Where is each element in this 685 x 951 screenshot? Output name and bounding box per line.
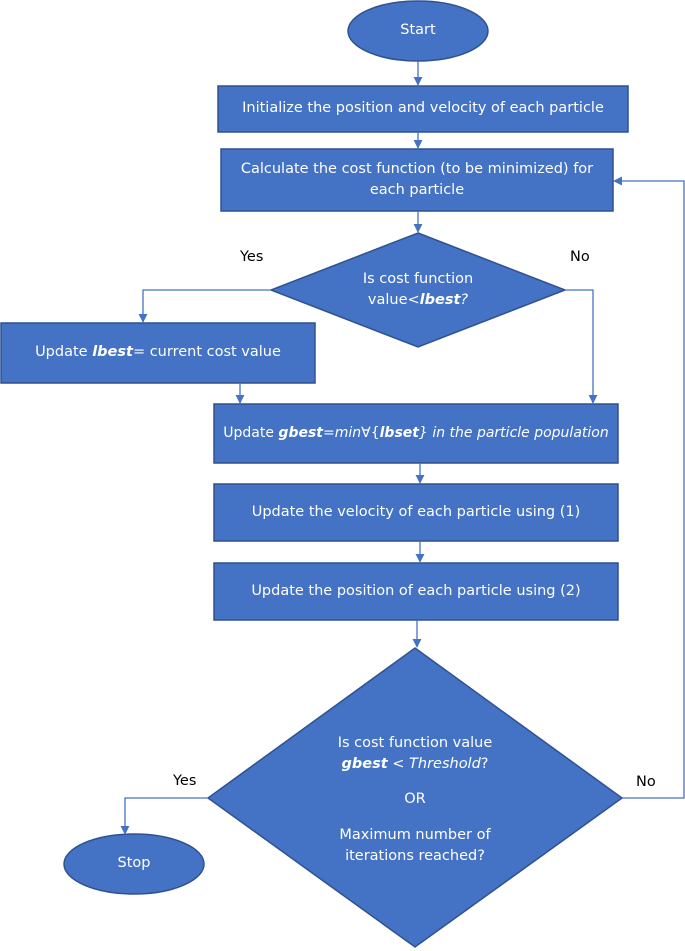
update-lbest-label: Update lbest= current cost value bbox=[35, 344, 281, 361]
init-label: Initialize the position and velocity of … bbox=[242, 100, 604, 117]
decision2-no-label: No bbox=[636, 774, 656, 790]
edge-decision2-yes bbox=[120, 797, 208, 835]
stop-label: Stop bbox=[117, 855, 151, 872]
update-gbest-label: Update gbest=min∀{lbset} in the particle… bbox=[223, 425, 609, 442]
edge-decision1-no bbox=[565, 289, 598, 404]
decision1-yes-label: Yes bbox=[240, 249, 264, 265]
calc-process bbox=[220, 148, 614, 212]
start-label: Start bbox=[400, 22, 436, 39]
init-process bbox=[217, 85, 629, 133]
edge-decision2-no-loop bbox=[613, 176, 685, 799]
decision1-no-label: No bbox=[570, 249, 590, 265]
decision1-label: Is cost function value<lbest? bbox=[362, 270, 474, 308]
update-velocity-label: Update the velocity of each particle usi… bbox=[251, 503, 581, 520]
decision2-label: Is cost function value gbest < Threshold… bbox=[337, 735, 493, 864]
update-lbest-process bbox=[0, 322, 316, 384]
decision1-diamond bbox=[268, 232, 568, 348]
update-position-process bbox=[213, 562, 619, 621]
edge-decision1-yes bbox=[138, 289, 271, 323]
update-gbest-process bbox=[213, 403, 619, 464]
update-position-label: Update the position of each particle usi… bbox=[251, 582, 581, 599]
decision2-yes-label: Yes bbox=[173, 773, 197, 789]
calc-label: Calculate the cost function (to be minim… bbox=[240, 160, 594, 198]
update-velocity-process bbox=[213, 483, 619, 542]
decision2-diamond bbox=[206, 647, 624, 948]
stop-terminal bbox=[63, 833, 205, 895]
